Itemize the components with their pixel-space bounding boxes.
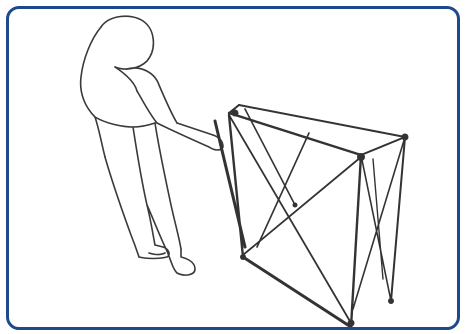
chest-outline [115,67,137,91]
top-rail-back [239,105,405,137]
cross-brace-d [257,133,309,247]
person-figure [81,16,223,275]
rear-leg-front [133,127,155,245]
forearm-upper [177,123,213,135]
head-outline [101,16,153,69]
hub-bottom-right [348,320,355,327]
shoe-detail [149,253,165,255]
rear-leg-back [105,157,139,257]
front-leg-back [147,205,167,251]
display-frame [215,105,405,327]
hub-center [293,203,298,208]
top-right-joint [361,137,405,155]
hub-bottom-back [388,298,394,304]
hub-top-right [357,153,365,161]
cross-brace-c [245,109,295,205]
side-brace-a [361,155,391,301]
bottom-rail [243,257,351,327]
forearm-lower [157,123,209,147]
waist-outline [95,117,155,127]
hub-bottom-left [240,254,246,260]
instruction-panel [6,6,460,330]
hub-back-right [402,134,409,141]
front-foot [167,249,195,275]
back-outline [81,27,105,157]
upper-arm-inner [137,91,157,123]
person-unfolding-pop-up-display-frame-icon [9,9,457,327]
hub-top-left [232,110,239,117]
front-leg-front [155,123,181,249]
